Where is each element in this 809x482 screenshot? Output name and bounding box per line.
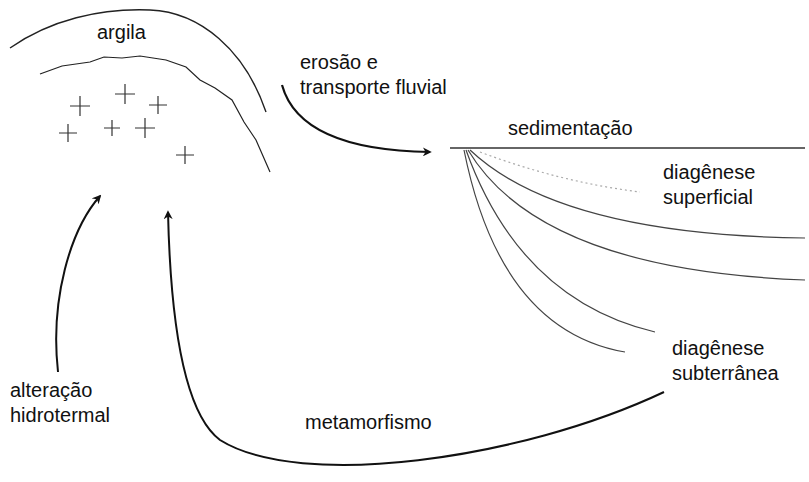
process-label: metamorfismo [305, 410, 445, 435]
process-label: sedimentação [508, 116, 648, 141]
material-label: argila [97, 20, 167, 45]
rock-crosses [59, 84, 194, 164]
sediment-surface [450, 147, 805, 148]
process-label: erosão e transporte fluvial [300, 50, 460, 100]
rock-boundary [40, 56, 270, 172]
hydrothermal-arrow [56, 196, 100, 372]
burial-curves [464, 150, 805, 352]
process-label: diagênese subterrânea [672, 336, 797, 386]
process-label: alteração hidrotermal [10, 378, 128, 428]
process-label: diagênese superficial [663, 160, 778, 210]
metamorphism-arrow [168, 212, 664, 465]
